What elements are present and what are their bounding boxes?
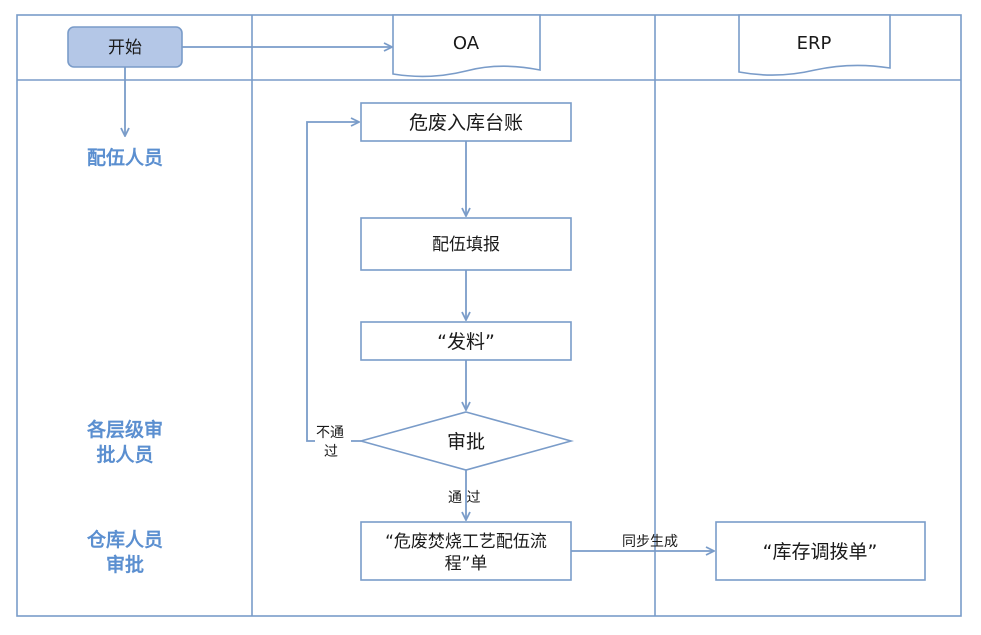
role-label-approvers-line1: 各层级审: [86, 418, 163, 441]
issue-node[interactable]: “发料”: [360, 321, 572, 361]
role-label-warehouse-line1: 仓库人员: [86, 528, 163, 551]
fill-label: 配伍填报: [432, 235, 500, 255]
role-label-pairing-staff: 配伍人员: [87, 146, 163, 169]
erp-lane-header: ERP: [738, 14, 891, 76]
start-label: 开始: [108, 38, 142, 58]
erp-lane-label: ERP: [797, 33, 832, 54]
approve-decision[interactable]: 审批: [357, 411, 575, 471]
approve-label: 审批: [447, 431, 485, 453]
process-form-label-line1: “危废焚烧工艺配伍流: [385, 532, 547, 552]
start-node[interactable]: 开始: [67, 26, 183, 68]
fill-node[interactable]: 配伍填报: [360, 217, 572, 271]
ledger-node[interactable]: 危废入库台账: [360, 102, 572, 142]
role-label-warehouse-line2: 审批: [106, 553, 144, 576]
arrow-approve-reject: [306, 122, 361, 442]
oa-lane-label: OA: [453, 33, 480, 54]
transfer-node[interactable]: “库存调拨单”: [715, 521, 926, 581]
pass-label: 通 过: [448, 490, 480, 506]
ledger-label: 危废入库台账: [409, 112, 523, 134]
issue-label: “发料”: [437, 331, 495, 353]
reject-label-line1: 不通: [316, 425, 344, 441]
process-form-label-line2: 程”单: [445, 554, 488, 574]
reject-label-bg: [315, 422, 351, 462]
oa-lane-header: OA: [392, 14, 541, 78]
reject-label-line2: 过: [324, 444, 338, 460]
transfer-label: “库存调拨单”: [763, 541, 878, 563]
sync-label: 同步生成: [622, 534, 678, 550]
role-label-approvers-line2: 批人员: [96, 444, 153, 466]
process-form-node[interactable]: “危废焚烧工艺配伍流 程”单: [360, 521, 572, 581]
